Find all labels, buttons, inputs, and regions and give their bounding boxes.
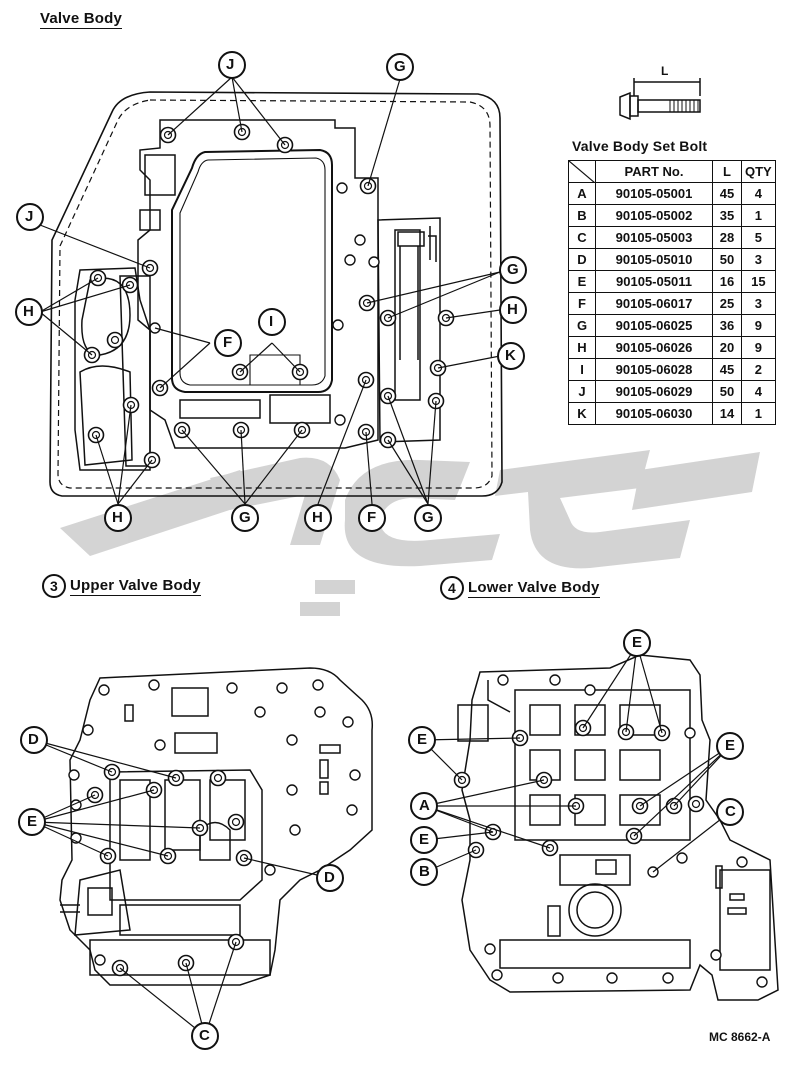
valve-body-title: Valve Body <box>40 10 123 29</box>
table-header-qty: QTY <box>741 160 776 183</box>
table-header-corner <box>568 160 596 183</box>
top-leader-lines <box>39 76 501 505</box>
table-title: Valve Body Set Bolt <box>572 138 708 154</box>
lower-section-number: 4 <box>440 576 464 600</box>
drawing-code: MC 8662-A <box>709 1030 771 1044</box>
part-number: 90105-05003 <box>595 226 713 249</box>
upper-valve-body-bolts <box>86 763 253 977</box>
part-number: 90105-06030 <box>595 402 713 425</box>
part-number: 90105-06025 <box>595 314 713 337</box>
length-label: L <box>661 64 669 78</box>
length: 14 <box>712 402 742 425</box>
valve-body-outline <box>49 91 503 497</box>
length: 25 <box>712 292 742 315</box>
length: 20 <box>712 336 742 359</box>
length: 45 <box>712 182 742 205</box>
part-number: 90105-06029 <box>595 380 713 403</box>
length: 28 <box>712 226 742 249</box>
length: 16 <box>712 270 742 293</box>
upper-body-plate <box>137 119 379 449</box>
upper-valve-body-drawing <box>59 667 374 986</box>
callout-circles <box>15 51 744 1050</box>
lower-body-plate <box>74 217 441 471</box>
part-number: 90105-06026 <box>595 336 713 359</box>
lower-valve-body-drawing <box>457 654 779 1001</box>
upper-valve-body-label: Upper Valve Body <box>70 576 201 596</box>
lower-leader-lines <box>421 644 731 873</box>
upper-leader-lines <box>33 739 331 1037</box>
quantity: 15 <box>741 270 776 293</box>
upper-section-number: 3 <box>42 574 66 598</box>
part-number: 90105-06028 <box>595 358 713 381</box>
quantity: 1 <box>741 402 776 425</box>
lower-valve-body-label: Lower Valve Body <box>468 578 600 598</box>
